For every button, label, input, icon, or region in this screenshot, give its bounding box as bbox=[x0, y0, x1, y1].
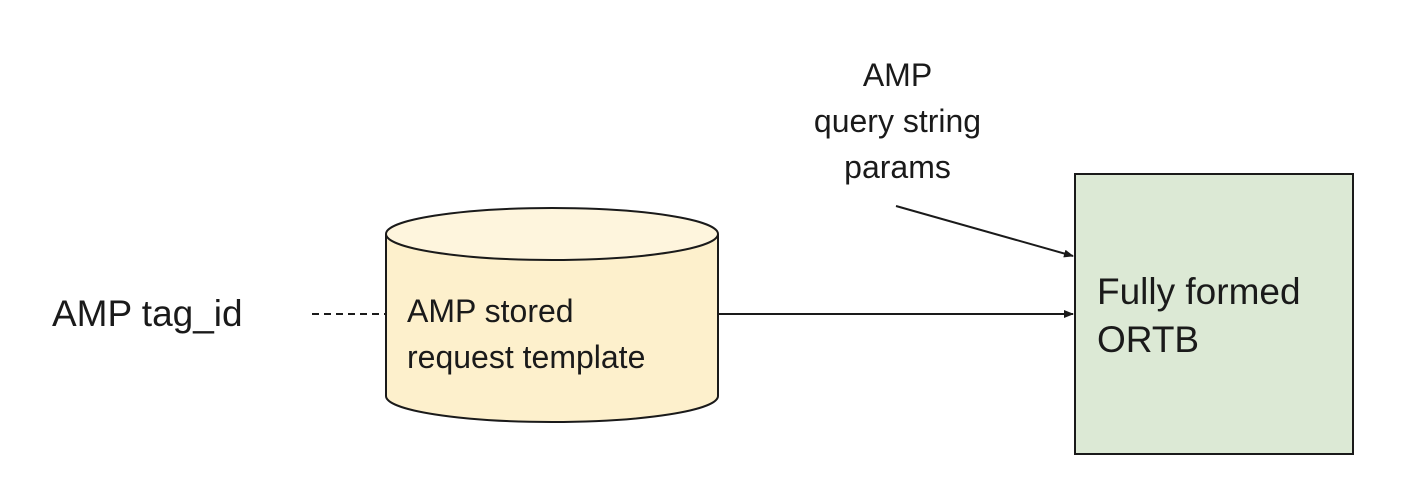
query-params-label: AMP query string params bbox=[790, 52, 1005, 190]
ortb-box bbox=[1074, 173, 1354, 455]
cylinder-body bbox=[385, 234, 719, 423]
query-params-line-1: AMP bbox=[862, 57, 933, 93]
query-params-line-3: params bbox=[844, 149, 951, 185]
stored-template-label: AMP stored request template bbox=[407, 288, 645, 380]
query-params-line-2: query string bbox=[813, 103, 982, 139]
cylinder-top bbox=[385, 207, 719, 261]
ortb-label: Fully formed ORTB bbox=[1097, 268, 1301, 364]
ortb-line-2: ORTB bbox=[1097, 319, 1200, 360]
ortb-line-1: Fully formed bbox=[1097, 271, 1301, 312]
stored-template-cylinder bbox=[385, 207, 719, 423]
params-to-ortb-arrow bbox=[895, 205, 1074, 258]
tag-id-label: AMP tag_id bbox=[52, 293, 243, 334]
stored-template-line-1: AMP stored bbox=[407, 293, 574, 329]
stored-template-line-2: request template bbox=[407, 339, 646, 375]
